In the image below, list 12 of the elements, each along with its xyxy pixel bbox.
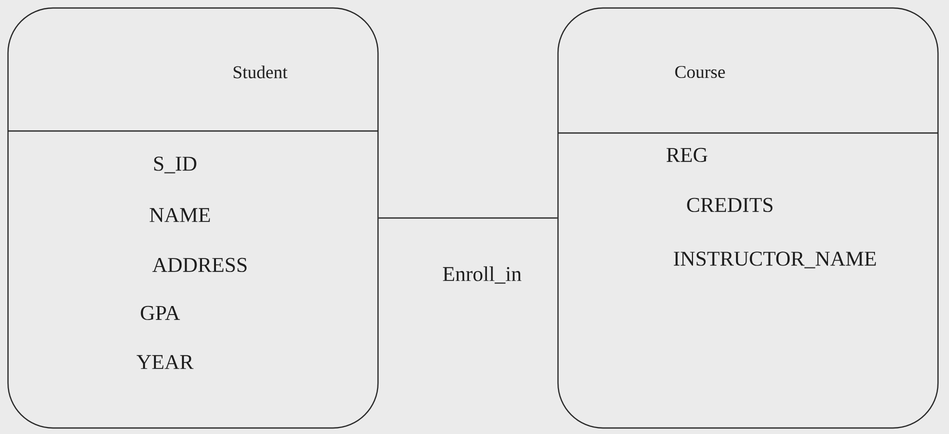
attribute-label: YEAR (136, 355, 194, 369)
attribute-label: REG (666, 148, 708, 162)
attribute-label: CREDITS (687, 198, 772, 212)
connector-line (378, 217, 558, 219)
attribute-label: S_ID (154, 156, 196, 174)
edge-label: Enroll_in (442, 266, 522, 284)
attribute-label: GPA (140, 306, 180, 320)
attribute-label: INSTRUCTOR_NAME (674, 252, 876, 268)
attribute-label: NAME (150, 208, 210, 222)
attribute-label: ADDRESS (152, 258, 247, 272)
entity-title: Student (234, 66, 288, 78)
entity-title: Course (675, 66, 725, 78)
